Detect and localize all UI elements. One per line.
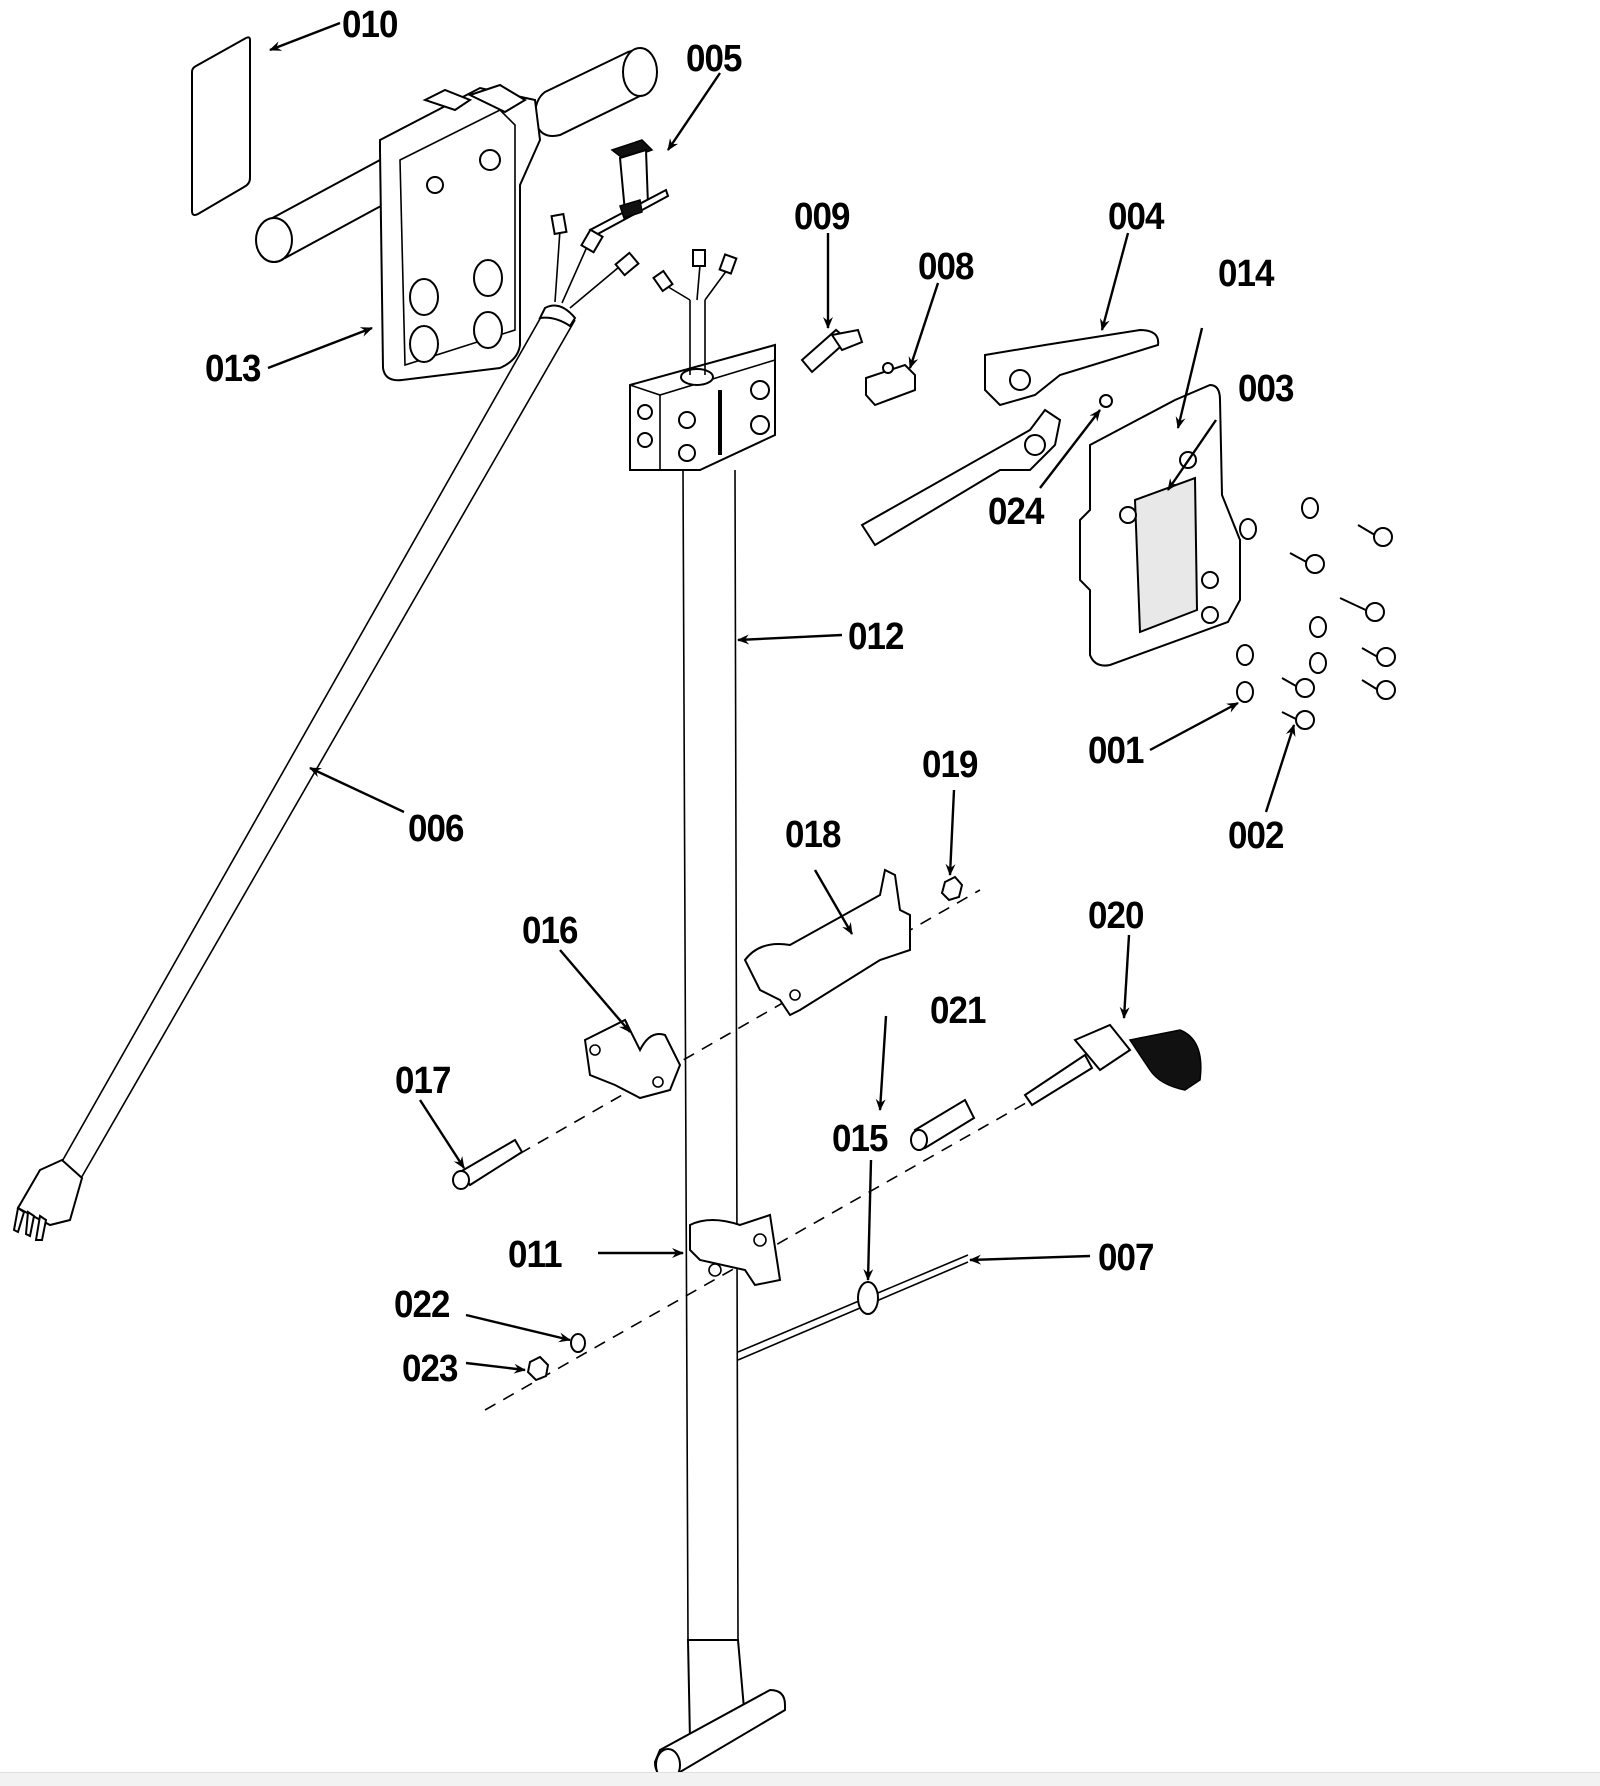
part-switch-actuator bbox=[588, 139, 670, 238]
callout-013: 013 bbox=[205, 348, 261, 390]
callout-022: 022 bbox=[394, 1284, 450, 1326]
part-handle-tube bbox=[629, 249, 786, 1782]
part-upper-lever bbox=[860, 328, 1160, 547]
callout-005: 005 bbox=[686, 38, 742, 80]
callout-006: 006 bbox=[408, 808, 464, 850]
part-hex-nut bbox=[526, 1355, 550, 1382]
callout-018: 018 bbox=[785, 814, 841, 856]
part-grommet bbox=[857, 1281, 879, 1315]
part-clamp bbox=[583, 1018, 682, 1100]
part-terminal bbox=[800, 328, 864, 374]
callout-016: 016 bbox=[522, 910, 578, 952]
part-release-pedal bbox=[1023, 1023, 1202, 1107]
callout-011: 011 bbox=[508, 1234, 563, 1276]
leader-lines bbox=[267, 21, 1296, 1374]
callout-012: 012 bbox=[848, 616, 904, 658]
part-power-cord bbox=[12, 212, 640, 1241]
callout-024: 024 bbox=[988, 491, 1044, 533]
callout-014: 014 bbox=[1218, 253, 1274, 295]
part-washers bbox=[1236, 497, 1327, 703]
part-spacer-sleeve bbox=[910, 1098, 976, 1151]
part-flat-washer bbox=[570, 1333, 586, 1353]
callout-023: 023 bbox=[402, 1348, 458, 1390]
callout-009: 009 bbox=[794, 196, 850, 238]
callout-015: 015 bbox=[832, 1118, 888, 1160]
callout-017: 017 bbox=[395, 1060, 451, 1102]
callout-021: 021 bbox=[930, 990, 986, 1032]
callout-020: 020 bbox=[1088, 895, 1144, 937]
callout-007: 007 bbox=[1098, 1237, 1154, 1279]
callout-001: 001 bbox=[1088, 730, 1144, 772]
part-housing-cover bbox=[1079, 383, 1241, 667]
callout-019: 019 bbox=[922, 744, 978, 786]
part-nut bbox=[940, 875, 964, 902]
part-micro-switch bbox=[865, 362, 916, 407]
callout-002: 002 bbox=[1228, 815, 1284, 857]
part-bracket bbox=[743, 868, 911, 1017]
part-label-plate bbox=[191, 36, 251, 216]
callout-010: 010 bbox=[342, 4, 398, 46]
part-axle-rod bbox=[737, 1254, 969, 1361]
page-bottom-edge bbox=[0, 1772, 1600, 1786]
callout-003: 003 bbox=[1238, 368, 1294, 410]
part-screws bbox=[1281, 524, 1396, 730]
part-socket-screw bbox=[452, 1138, 524, 1190]
part-handle-housing bbox=[255, 47, 658, 382]
callout-008: 008 bbox=[918, 246, 974, 288]
callout-004: 004 bbox=[1108, 196, 1164, 238]
part-pivot-bracket bbox=[689, 1213, 782, 1287]
part-ball bbox=[1099, 394, 1113, 408]
